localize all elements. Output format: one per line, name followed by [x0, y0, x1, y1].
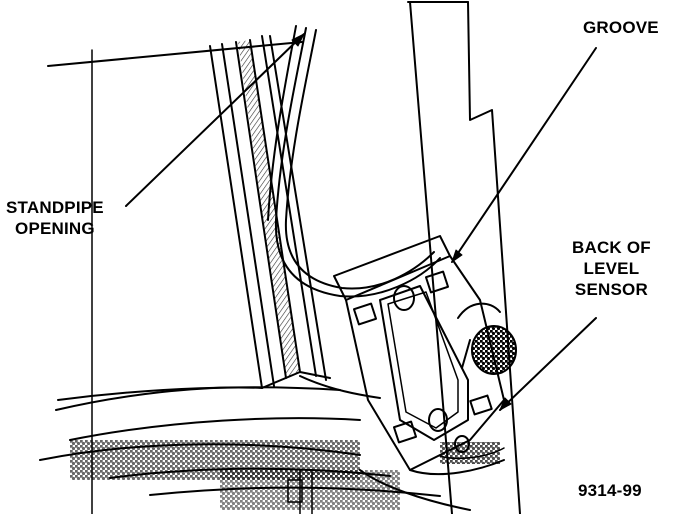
figure-number-text: 9314-99 — [578, 481, 642, 500]
standpipe-callout: STANDPIPE OPENING — [6, 197, 104, 239]
level-sensor — [333, 235, 517, 476]
groove-leader — [451, 47, 597, 263]
sensor-arrowhead — [499, 397, 512, 411]
standpipe-label-line2: OPENING — [15, 219, 95, 238]
groove-arrowhead — [451, 249, 463, 263]
standpipe-label-line1: STANDPIPE — [6, 198, 104, 217]
level-sensor-callout: BACK OF LEVEL SENSOR — [572, 237, 651, 300]
sensor-label-line2: LEVEL — [583, 259, 640, 278]
sensor-label-line1: BACK OF — [572, 238, 651, 257]
sensor-wires — [267, 25, 441, 298]
sensor-label-line3: SENSOR — [574, 280, 648, 299]
figure-number: 9314-99 — [578, 480, 642, 501]
leader-lines — [125, 33, 597, 411]
standpipe-leader — [125, 33, 305, 207]
standpipe-arrowhead — [291, 33, 305, 47]
sensor-leader — [499, 317, 597, 411]
groove-label: GROOVE — [583, 18, 659, 37]
reservoir-housing — [39, 1, 521, 514]
groove-callout: GROOVE — [583, 17, 659, 38]
standpipe-channel — [55, 35, 381, 411]
